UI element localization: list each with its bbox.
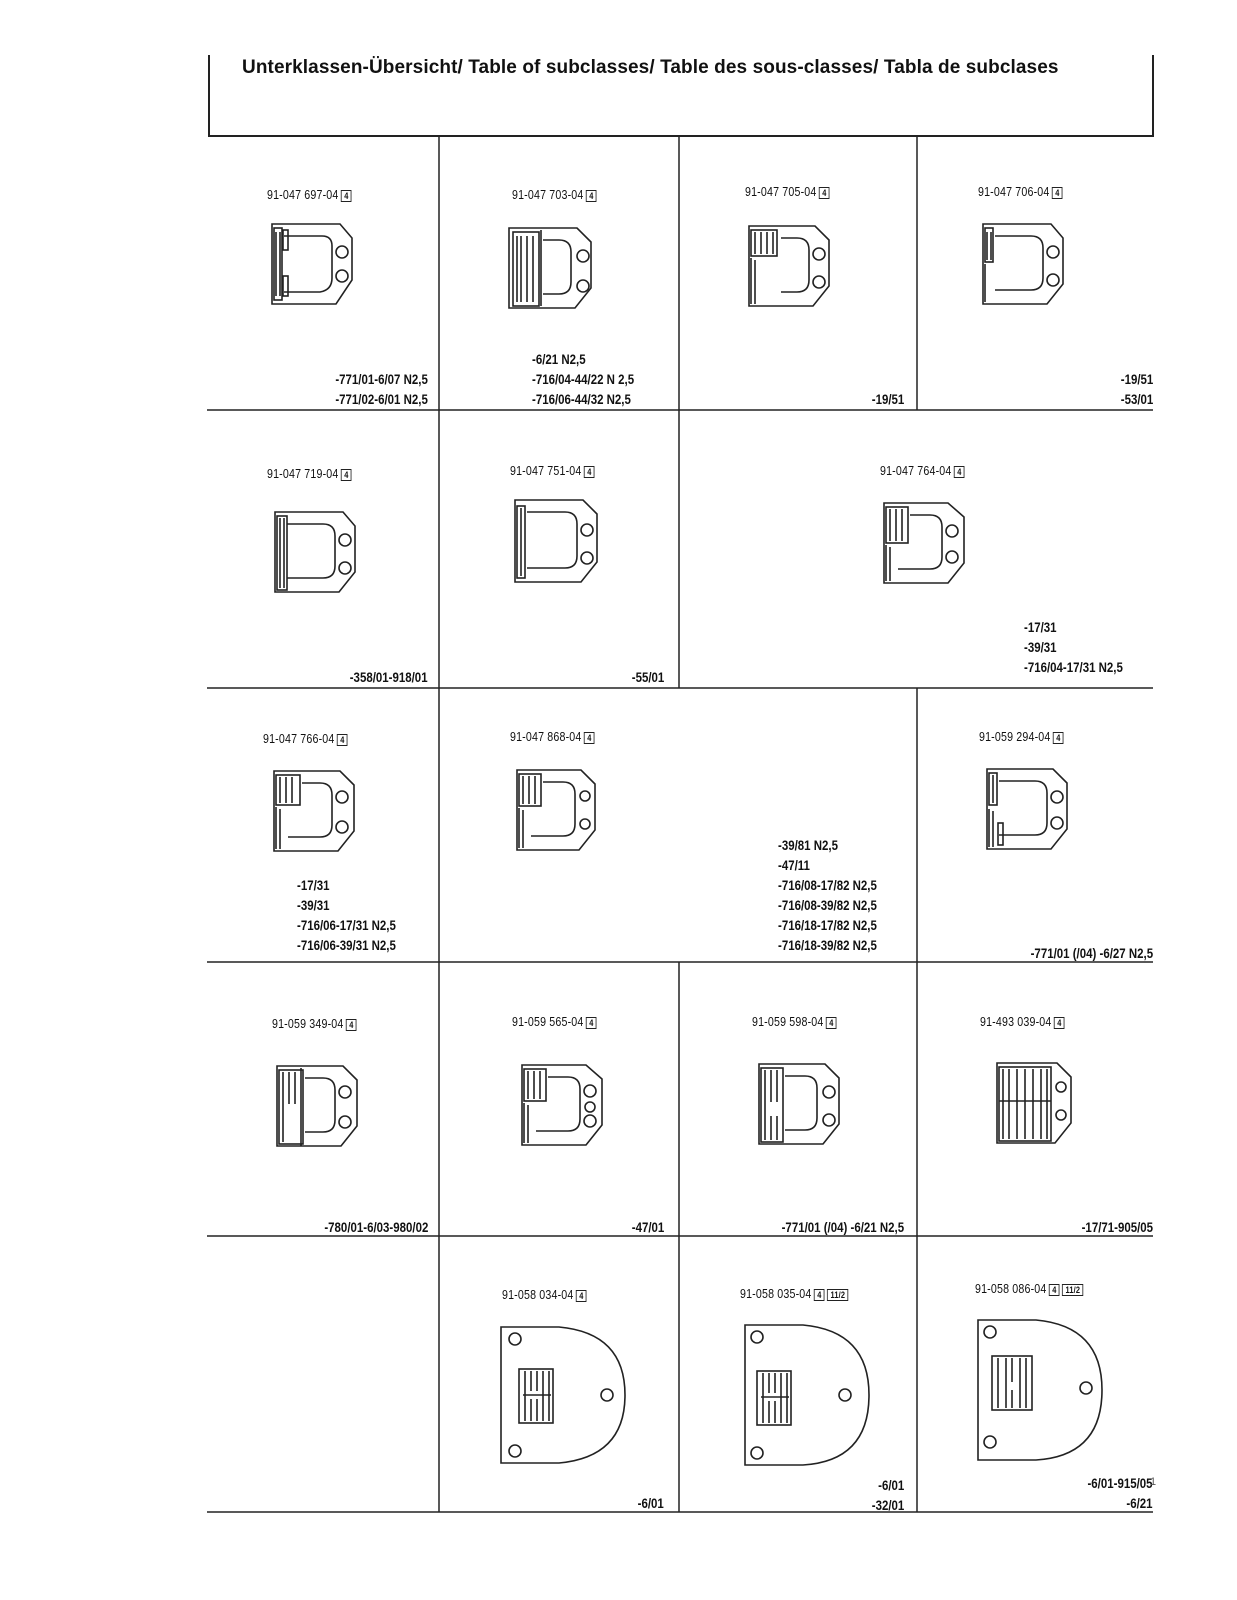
- needle-count-badge: 4: [583, 465, 595, 478]
- throat-plate-drawing: [276, 1065, 358, 1147]
- needle-count-badge: 4: [1052, 731, 1064, 744]
- page-title: Unterklassen-Übersicht/ Table of subclas…: [242, 57, 1059, 78]
- throat-plate-drawing: [274, 511, 356, 593]
- subclass-list: -771/01-6/07 N2,5-771/02-6/01 N2,5: [335, 372, 428, 407]
- throat-plate-drawing: [273, 770, 355, 852]
- subclass-list: -17/71-905/05: [1081, 1220, 1153, 1235]
- throat-plate-drawing: [516, 769, 596, 851]
- subclass-list: -771/01 (/04) -6/21 N2,5: [781, 1220, 904, 1235]
- throat-plate-drawing: [514, 499, 598, 583]
- feed-length-badge: 11/2: [1062, 1283, 1084, 1296]
- throat-plate-drawing: [986, 768, 1068, 850]
- subclass-list: -771/01 (/04) -6/27 N2,5: [1030, 946, 1153, 961]
- throat-plate-drawing: [500, 1326, 626, 1464]
- throat-plate-drawing: [521, 1064, 603, 1146]
- needle-count-badge: 4: [575, 1289, 587, 1302]
- needle-count-badge: 4: [340, 189, 352, 202]
- needle-count-badge: 4: [585, 1016, 597, 1029]
- subclass-list: -6/21 N2,5-716/04-44/22 N 2,5-716/06-44/…: [532, 352, 635, 407]
- subclass-list: -19/51: [871, 392, 904, 407]
- subclass-list: -19/51-53/01: [1120, 372, 1153, 407]
- needle-count-badge: 4: [818, 186, 830, 199]
- feed-length-badge: 11/2: [827, 1288, 849, 1301]
- subclass-list: -6/01-915/05-6/21: [1087, 1476, 1153, 1511]
- throat-plate-drawing: [883, 502, 965, 584]
- subclass-list: -39/81 N2,5-47/11-716/08-17/82 N2,5-716/…: [778, 838, 877, 953]
- subclass-list: -6/01-32/01: [871, 1478, 904, 1513]
- needle-count-badge: 4: [1051, 186, 1063, 199]
- subclass-list: -358/01-918/01: [350, 670, 428, 685]
- needle-count-badge: 4: [340, 468, 352, 481]
- throat-plate-drawing: [271, 223, 353, 305]
- title-box: Unterklassen-Übersicht/ Table of subclas…: [208, 55, 1154, 137]
- subclass-list: -6/01: [637, 1496, 664, 1511]
- throat-plate-drawing: [748, 225, 830, 307]
- needle-count-badge: 4: [1053, 1016, 1065, 1029]
- subclass-list: -17/31-39/31-716/06-17/31 N2,5-716/06-39…: [297, 878, 396, 953]
- throat-plate-drawing: [758, 1063, 840, 1145]
- subclass-list: -780/01-6/03-980/02: [324, 1220, 428, 1235]
- throat-plate-drawing: [982, 223, 1064, 305]
- needle-count-badge: 4: [583, 731, 595, 744]
- needle-count-badge: 4: [813, 1288, 825, 1301]
- needle-count-badge: 4: [345, 1018, 357, 1031]
- needle-count-badge: 4: [1048, 1283, 1060, 1296]
- throat-plate-drawing: [744, 1324, 870, 1466]
- throat-plate-drawing: [977, 1319, 1103, 1461]
- subclass-list: -55/01: [631, 670, 664, 685]
- subclass-list: -47/01: [631, 1220, 664, 1235]
- needle-count-badge: 4: [825, 1016, 837, 1029]
- page-number: 1: [1150, 1476, 1157, 1488]
- subclass-list: -17/31-39/31-716/04-17/31 N2,5: [1024, 620, 1123, 675]
- needle-count-badge: 4: [953, 465, 965, 478]
- needle-count-badge: 4: [585, 189, 597, 202]
- needle-count-badge: 4: [336, 733, 348, 746]
- throat-plate-drawing: [996, 1062, 1072, 1144]
- throat-plate-drawing: [508, 227, 592, 309]
